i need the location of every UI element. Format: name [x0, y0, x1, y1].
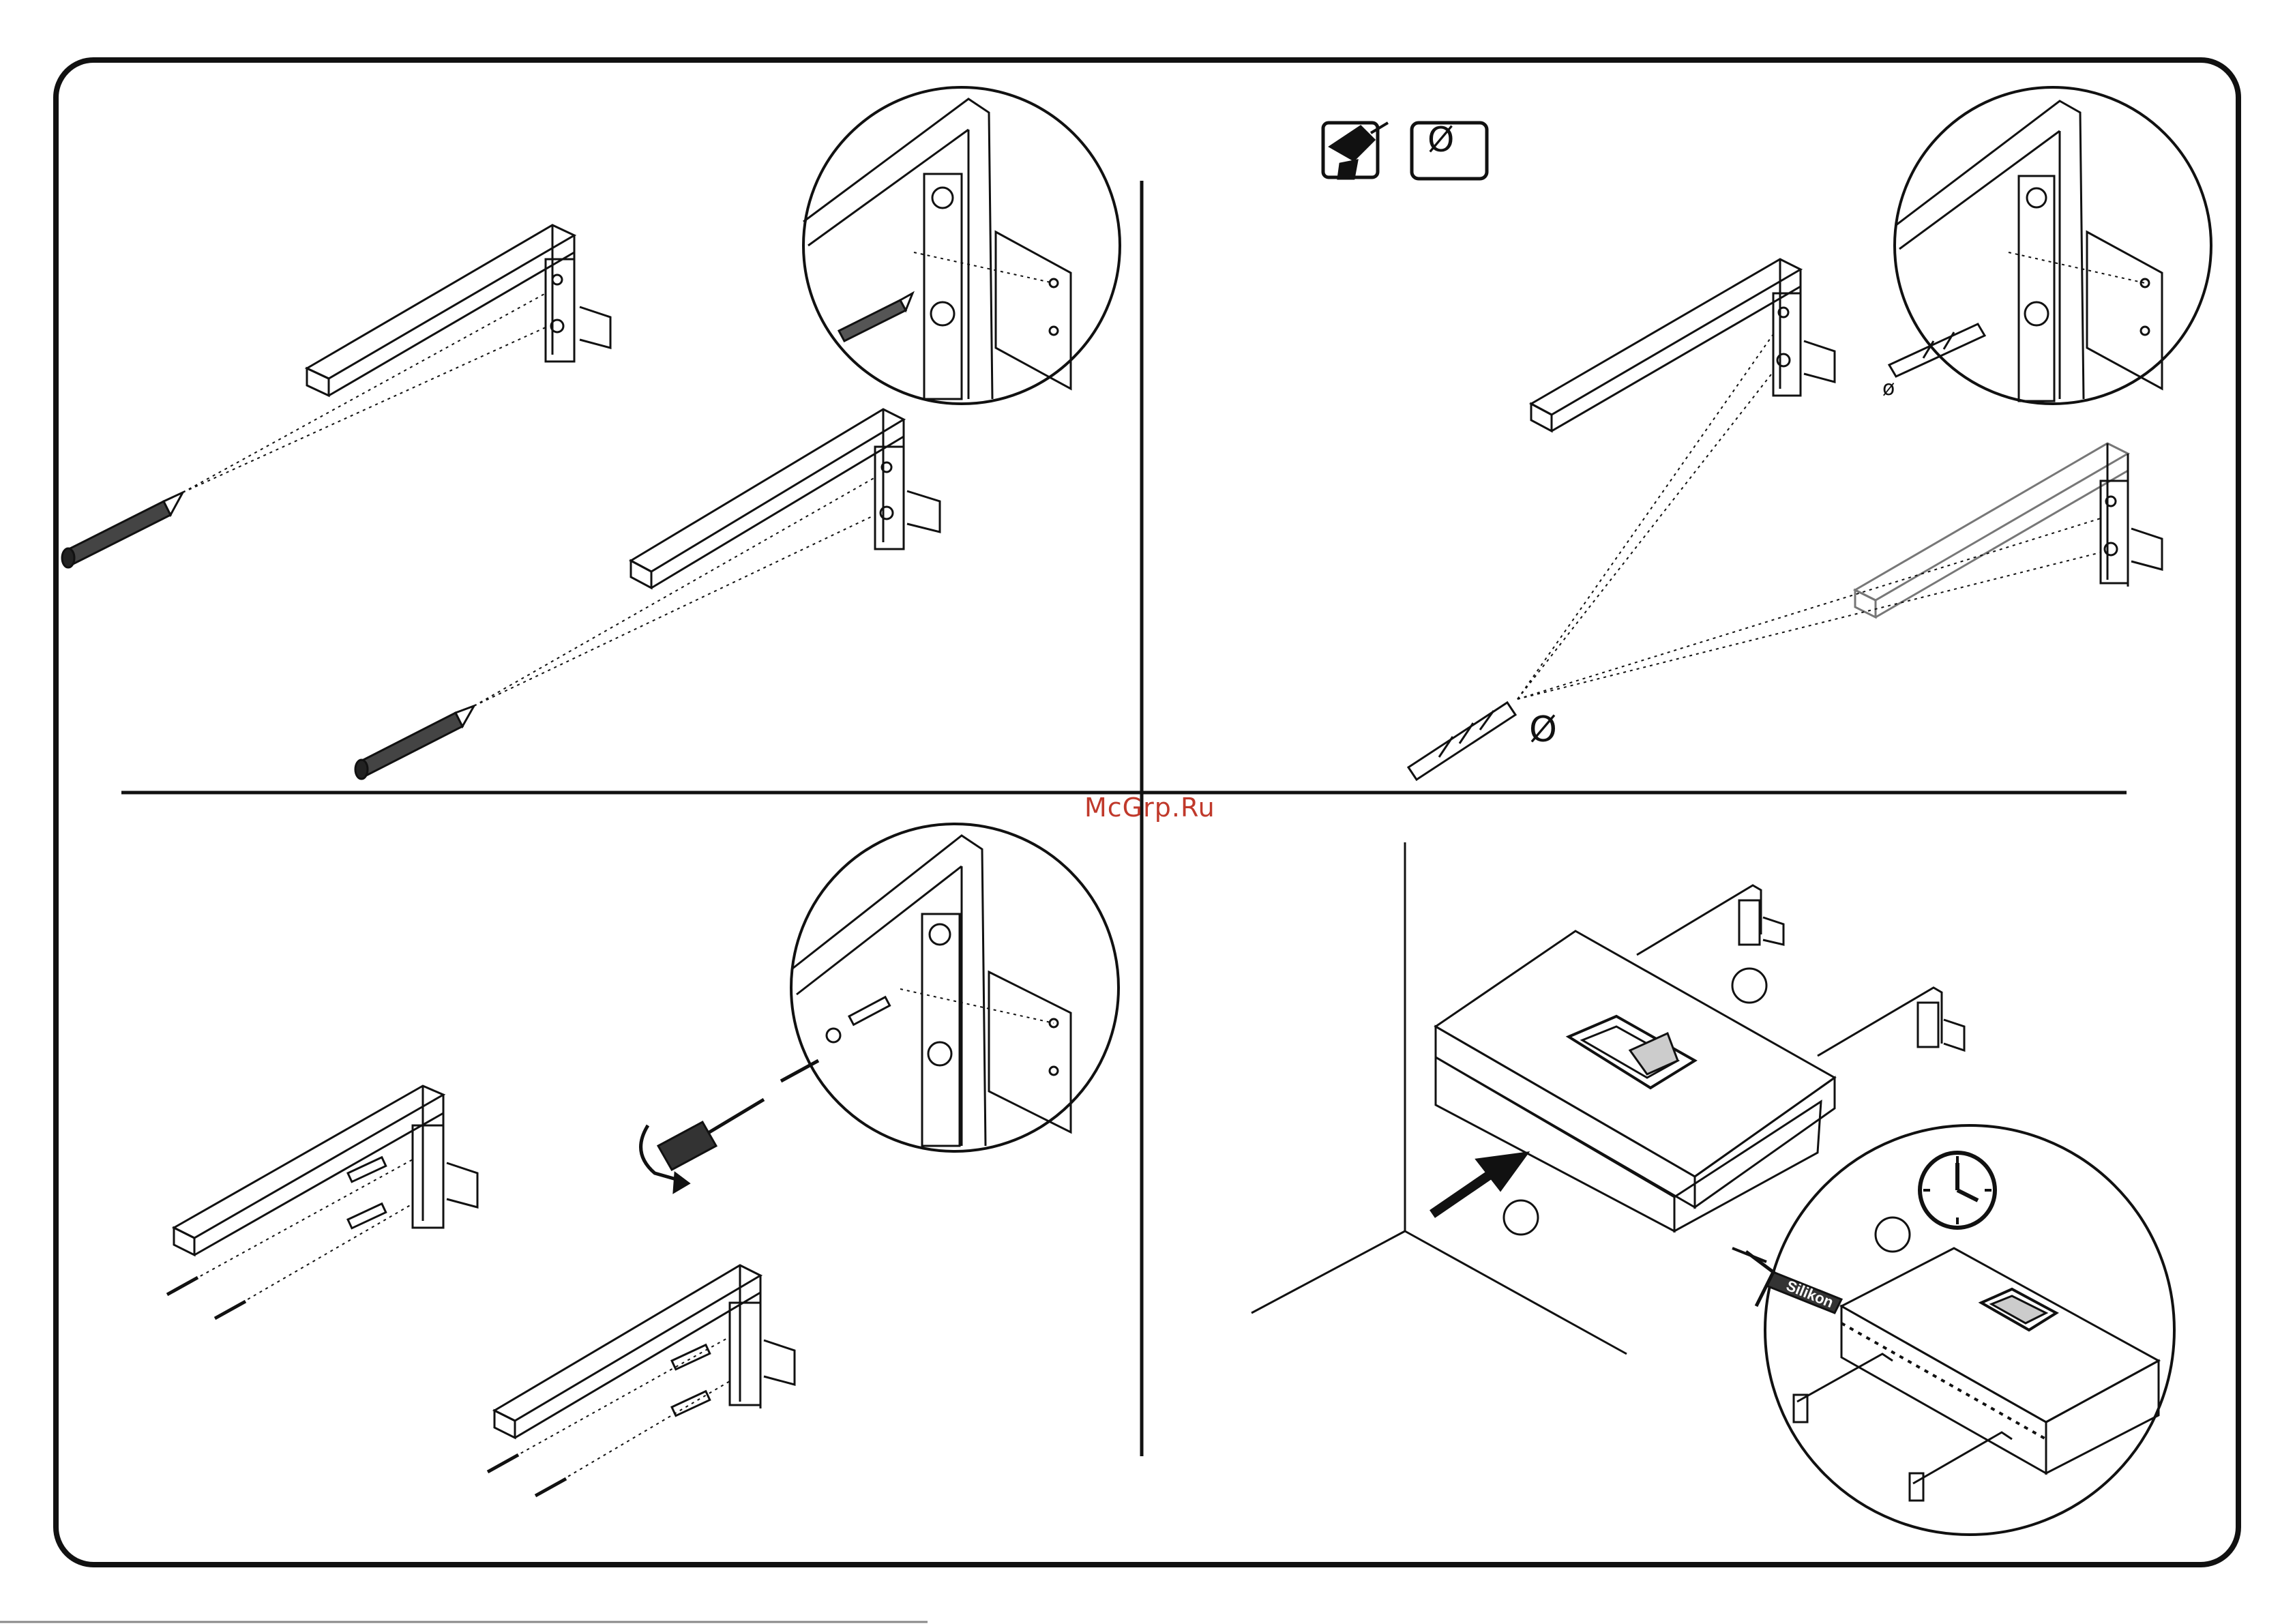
bracket-1 — [307, 225, 610, 396]
cabinet — [1436, 931, 1835, 1231]
wall-brackets — [1637, 885, 1964, 1056]
step2-drilling — [1323, 87, 2211, 780]
step4-mounting — [1252, 842, 2174, 1535]
bracket-6 — [494, 1265, 795, 1438]
pencil-icon — [355, 706, 474, 779]
bracket-2 — [631, 409, 940, 588]
step1-marking — [62, 87, 1120, 779]
detail-circle-step4 — [1732, 1125, 2174, 1535]
detail-circle-step1 — [803, 87, 1120, 404]
detail-circle-step3 — [781, 824, 1119, 1151]
diameter-symbol-small: ø — [1882, 377, 1895, 400]
screwdriver-icon — [641, 1099, 764, 1192]
detail-circle-step2 — [1889, 87, 2211, 404]
drill-bit-icon — [1408, 703, 1515, 780]
screw-icon — [167, 1278, 566, 1496]
bracket-3 — [1531, 259, 1835, 431]
diameter-symbol-large: Ø — [1529, 709, 1557, 750]
screw-lines — [171, 1160, 730, 1494]
pencil-icon — [62, 492, 183, 567]
diameter-symbol-toolbox: Ø — [1427, 120, 1454, 160]
bracket-4 — [1855, 443, 2162, 617]
watermark: McGrp.Ru — [1084, 793, 1215, 823]
drill-icon — [1323, 123, 1388, 179]
sight-lines-step2 — [1517, 334, 2101, 699]
clock-icon — [1920, 1153, 1995, 1228]
arrow-icon — [1432, 1153, 1538, 1235]
step3-fixing — [167, 824, 1119, 1496]
bracket-5 — [174, 1086, 477, 1255]
